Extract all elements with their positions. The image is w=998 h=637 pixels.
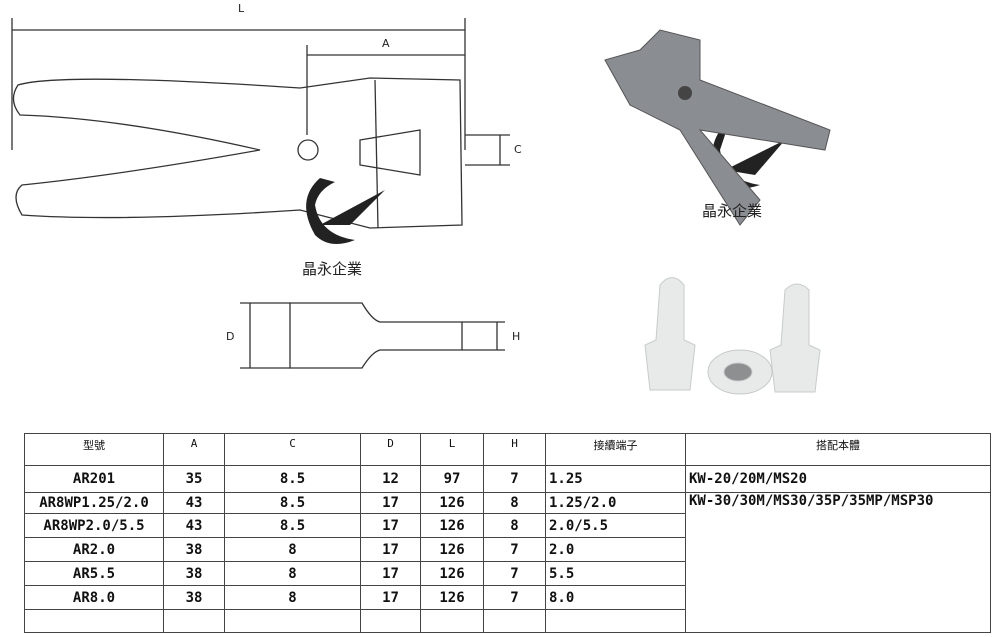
cell-terminal: 1.25/2.0	[545, 492, 686, 514]
header-model: 型號	[24, 433, 164, 466]
cell-terminal: 1.25	[545, 465, 686, 493]
cell-d: 17	[360, 537, 421, 562]
cell-empty	[360, 609, 421, 633]
cell-a: 38	[163, 537, 225, 562]
header-d: D	[360, 433, 421, 466]
cell-c: 8	[224, 561, 361, 586]
cell-h: 7	[483, 561, 546, 586]
table-row-empty	[24, 609, 991, 633]
cell-a: 38	[163, 585, 225, 610]
cell-h: 8	[483, 513, 546, 538]
cell-model: AR8.0	[24, 585, 164, 610]
dim-label-C: C	[514, 143, 522, 156]
cell-empty	[24, 609, 164, 633]
cell-d: 17	[360, 585, 421, 610]
cell-l: 97	[420, 465, 484, 493]
cell-l: 126	[420, 513, 484, 538]
cell-h: 8	[483, 492, 546, 514]
cell-d: 12	[360, 465, 421, 493]
crimp-die-side-drawing	[11, 18, 510, 229]
cell-empty	[545, 609, 686, 633]
cell-model: AR201	[24, 465, 164, 493]
cell-h: 7	[483, 585, 546, 610]
cell-h: 7	[483, 537, 546, 562]
cell-c: 8	[224, 537, 361, 562]
cell-a: 43	[163, 513, 225, 538]
cell-c: 8.5	[224, 513, 361, 538]
cell-d: 17	[360, 492, 421, 514]
dim-label-D: D	[226, 330, 235, 343]
header-body: 搭配本體	[685, 433, 991, 466]
header-h: H	[483, 433, 546, 466]
cell-l: 126	[420, 561, 484, 586]
cell-empty	[483, 609, 546, 633]
cell-model: AR8WP2.0/5.5	[24, 513, 164, 538]
brand-watermark-photo: 晶永企業	[702, 202, 763, 220]
cell-empty	[420, 609, 484, 633]
cell-model: AR5.5	[24, 561, 164, 586]
cell-terminal: 2.0/5.5	[545, 513, 686, 538]
cell-d: 17	[360, 561, 421, 586]
cell-terminal: 2.0	[545, 537, 686, 562]
cell-terminal: 5.5	[545, 561, 686, 586]
cell-terminal: 8.0	[545, 585, 686, 610]
table-header-row: 型號 A C D L H 接續端子 搭配本體	[24, 433, 991, 466]
dim-label-L: L	[238, 2, 245, 15]
cell-d: 17	[360, 513, 421, 538]
terminal-drawing	[240, 302, 505, 369]
cell-empty	[163, 609, 225, 633]
cell-model: AR2.0	[24, 537, 164, 562]
cell-l: 126	[420, 537, 484, 562]
header-l: L	[420, 433, 484, 466]
cell-a: 43	[163, 492, 225, 514]
cell-body-model: KW-20/20M/MS20	[685, 465, 991, 493]
closed-end-connector-photo	[644, 277, 821, 395]
technical-drawings	[11, 18, 831, 395]
cell-body-model: KW-30/30M/MS30/35P/35MP/MSP30	[685, 492, 991, 633]
dim-label-A: A	[382, 37, 390, 50]
cell-c: 8	[224, 585, 361, 610]
crimper-tool-photo	[604, 29, 831, 226]
cell-a: 38	[163, 561, 225, 586]
dim-label-H: H	[512, 330, 521, 343]
header-a: A	[163, 433, 225, 466]
cell-empty	[224, 609, 361, 633]
header-terminal: 接續端子	[545, 433, 686, 466]
cell-a: 35	[163, 465, 225, 493]
cell-model: AR8WP1.25/2.0	[24, 492, 164, 514]
cell-l: 126	[420, 492, 484, 514]
cell-h: 7	[483, 465, 546, 493]
header-c: C	[224, 433, 361, 466]
brand-watermark: 晶永企業	[302, 260, 363, 278]
cell-l: 126	[420, 585, 484, 610]
cell-c: 8.5	[224, 492, 361, 514]
cell-c: 8.5	[224, 465, 361, 493]
